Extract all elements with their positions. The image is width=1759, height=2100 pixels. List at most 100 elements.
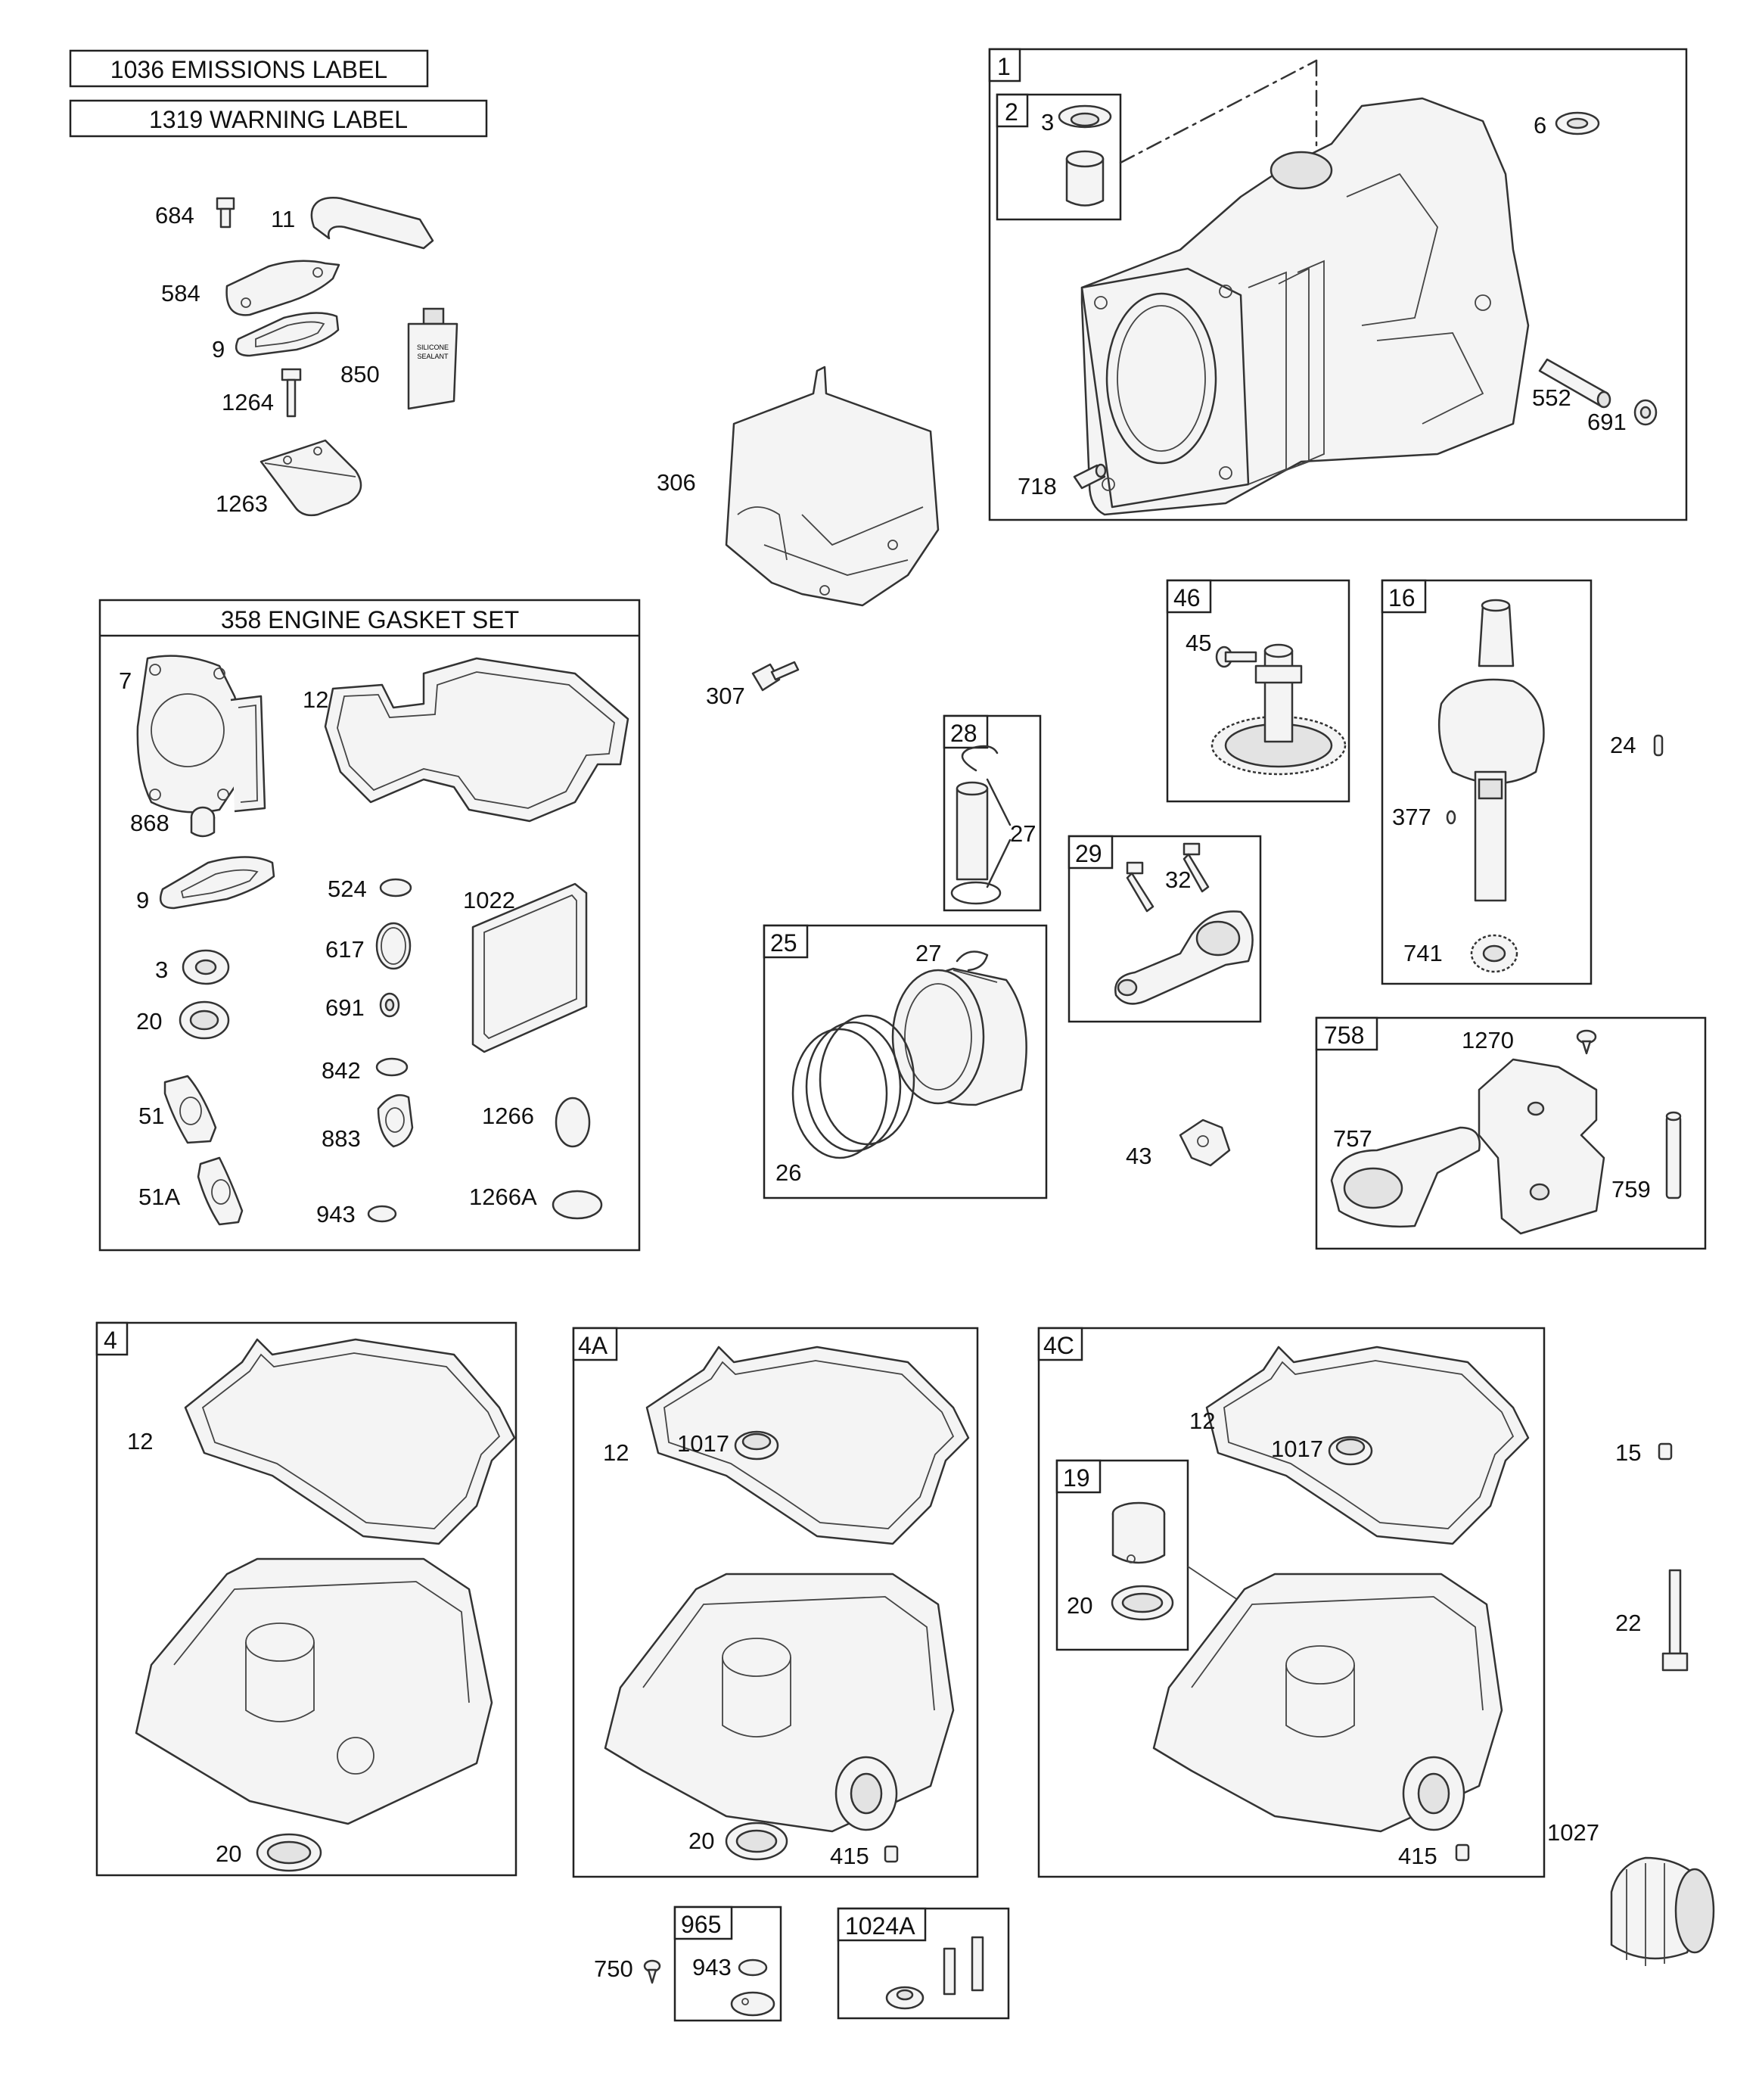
valve-cover-gasket-1022[interactable] (471, 882, 588, 1053)
sump-g4c[interactable] (1152, 1573, 1503, 1833)
callout-32: 32 (1165, 866, 1191, 893)
plug-415-g4a[interactable] (884, 1845, 899, 1863)
bushing-19[interactable] (1111, 1501, 1166, 1564)
piston[interactable] (891, 967, 1027, 1106)
callout-757: 757 (1333, 1125, 1372, 1152)
sump-g4a[interactable] (604, 1573, 955, 1833)
blower-housing-306[interactable] (725, 366, 940, 607)
rod-bolts-32[interactable] (1126, 842, 1210, 913)
oil-seal-3-set[interactable] (182, 949, 230, 985)
retaining-ring-27-top[interactable] (961, 745, 999, 772)
screw-1270[interactable] (1576, 1029, 1597, 1055)
retaining-ring-27-piston[interactable] (956, 950, 989, 972)
breather-cover-584[interactable] (225, 260, 340, 316)
gasket-883[interactable] (377, 1094, 414, 1148)
sealant-tube-850[interactable]: SILICONE SEALANT (407, 307, 458, 410)
callout-1017-g4c: 1017 (1271, 1436, 1323, 1462)
oil-seal-20-g4a[interactable] (725, 1822, 788, 1861)
oring-842[interactable] (375, 1057, 409, 1077)
oil-filter-1027[interactable] (1610, 1856, 1715, 1966)
oring-1266[interactable] (555, 1097, 591, 1148)
seal-691-top[interactable] (1633, 399, 1658, 426)
callout-27-pin: 27 (1010, 820, 1036, 847)
connecting-rod[interactable] (1114, 910, 1254, 1005)
group-25-box: 25 (763, 924, 1048, 1199)
group-19-box: 19 (1055, 1459, 1189, 1651)
group-1-box: 1 (988, 48, 1688, 521)
sump-gasket-12-g4a[interactable] (645, 1346, 970, 1545)
washer-6[interactable] (1555, 111, 1600, 135)
oil-pump-rotor-1024a[interactable] (885, 1936, 984, 2010)
bushing-3[interactable] (1058, 104, 1112, 207)
sump-g4[interactable] (135, 1557, 493, 1825)
callout-741: 741 (1403, 940, 1443, 966)
oring-943-set[interactable] (367, 1205, 397, 1223)
camshaft-gear[interactable] (1210, 643, 1347, 776)
oring-943-g965[interactable] (738, 1958, 768, 1977)
pin-45[interactable] (1215, 646, 1257, 668)
bolt-1264[interactable] (281, 368, 302, 418)
oil-seal-20-set[interactable] (179, 1000, 230, 1040)
bolt-22[interactable] (1661, 1569, 1689, 1672)
screw-750[interactable] (643, 1959, 661, 1984)
callout-307: 307 (706, 683, 745, 709)
breather-tube-11[interactable] (310, 197, 434, 250)
callout-20-g4: 20 (216, 1840, 241, 1867)
group-4-tag: 4 (104, 1327, 117, 1354)
plate-757[interactable] (1330, 1126, 1481, 1228)
oring-524[interactable] (379, 878, 412, 898)
valve-seal-868[interactable] (190, 806, 216, 838)
gasket-51a[interactable] (197, 1156, 244, 1226)
pin-759[interactable] (1665, 1111, 1682, 1199)
callout-3-set: 3 (155, 957, 168, 983)
retaining-ring-27-bottom[interactable] (950, 881, 1002, 905)
tube-text-1: SILICONE (417, 344, 449, 351)
oil-seal-20-g4[interactable] (256, 1833, 322, 1872)
callout-9-set: 9 (136, 887, 149, 913)
piston-pin[interactable] (956, 781, 989, 881)
breather-gasket-9-set[interactable] (159, 856, 275, 910)
piston-rings-26[interactable] (791, 1014, 915, 1159)
oring-1266a[interactable] (552, 1190, 603, 1220)
key-24[interactable] (1653, 734, 1664, 757)
group-4c-box: 4C (1037, 1327, 1546, 1878)
dowel-pin-718[interactable] (1073, 463, 1107, 490)
group-46-box: 46 (1166, 579, 1350, 803)
oil-pump-housing[interactable] (1478, 1058, 1605, 1235)
gasket-set-box: 358 ENGINE GASKET SET (98, 599, 641, 1252)
group-2-box: 2 (996, 93, 1122, 221)
governor-43[interactable] (1179, 1118, 1231, 1167)
bolt-684[interactable] (216, 197, 235, 229)
cylinder-block[interactable] (1080, 97, 1530, 516)
plug-15[interactable] (1658, 1442, 1673, 1461)
cover-plate-965[interactable] (730, 1991, 775, 2017)
oring-617[interactable] (375, 922, 412, 970)
shield-1263[interactable] (259, 439, 362, 517)
bolt-307[interactable] (751, 661, 800, 692)
crankcase-gasket-12-set[interactable] (324, 657, 629, 823)
key-377[interactable] (1446, 810, 1456, 825)
filter-adapter-1017-g4a[interactable] (734, 1430, 779, 1461)
sump-gasket-12-g4[interactable] (184, 1338, 516, 1545)
callout-20-set: 20 (136, 1008, 162, 1034)
callout-943-g965: 943 (692, 1954, 732, 1980)
seal-691-set[interactable] (379, 992, 400, 1018)
leader-27b (986, 838, 1012, 888)
oil-seal-20-g19[interactable] (1111, 1585, 1174, 1621)
filter-adapter-1017-g4c[interactable] (1328, 1436, 1373, 1466)
dowel-pin-552[interactable] (1538, 358, 1611, 409)
callout-1266: 1266 (482, 1103, 534, 1129)
group-965-tag: 965 (681, 1911, 721, 1938)
warning-label-box[interactable]: 1319 WARNING LABEL (69, 99, 488, 138)
callout-51: 51 (138, 1103, 164, 1129)
plug-415-g4c[interactable] (1455, 1843, 1470, 1862)
breather-gasket-9[interactable] (235, 312, 340, 357)
emissions-label-box[interactable]: 1036 EMISSIONS LABEL (69, 49, 429, 88)
group-1024a-box: 1024A (837, 1907, 1010, 2020)
timing-gear-741[interactable] (1470, 934, 1518, 973)
callout-415-g4a: 415 (830, 1843, 869, 1869)
head-gasket-7[interactable] (136, 655, 266, 814)
callout-759: 759 (1611, 1176, 1651, 1202)
gasket-51[interactable] (163, 1075, 217, 1144)
crankshaft[interactable] (1437, 599, 1545, 902)
